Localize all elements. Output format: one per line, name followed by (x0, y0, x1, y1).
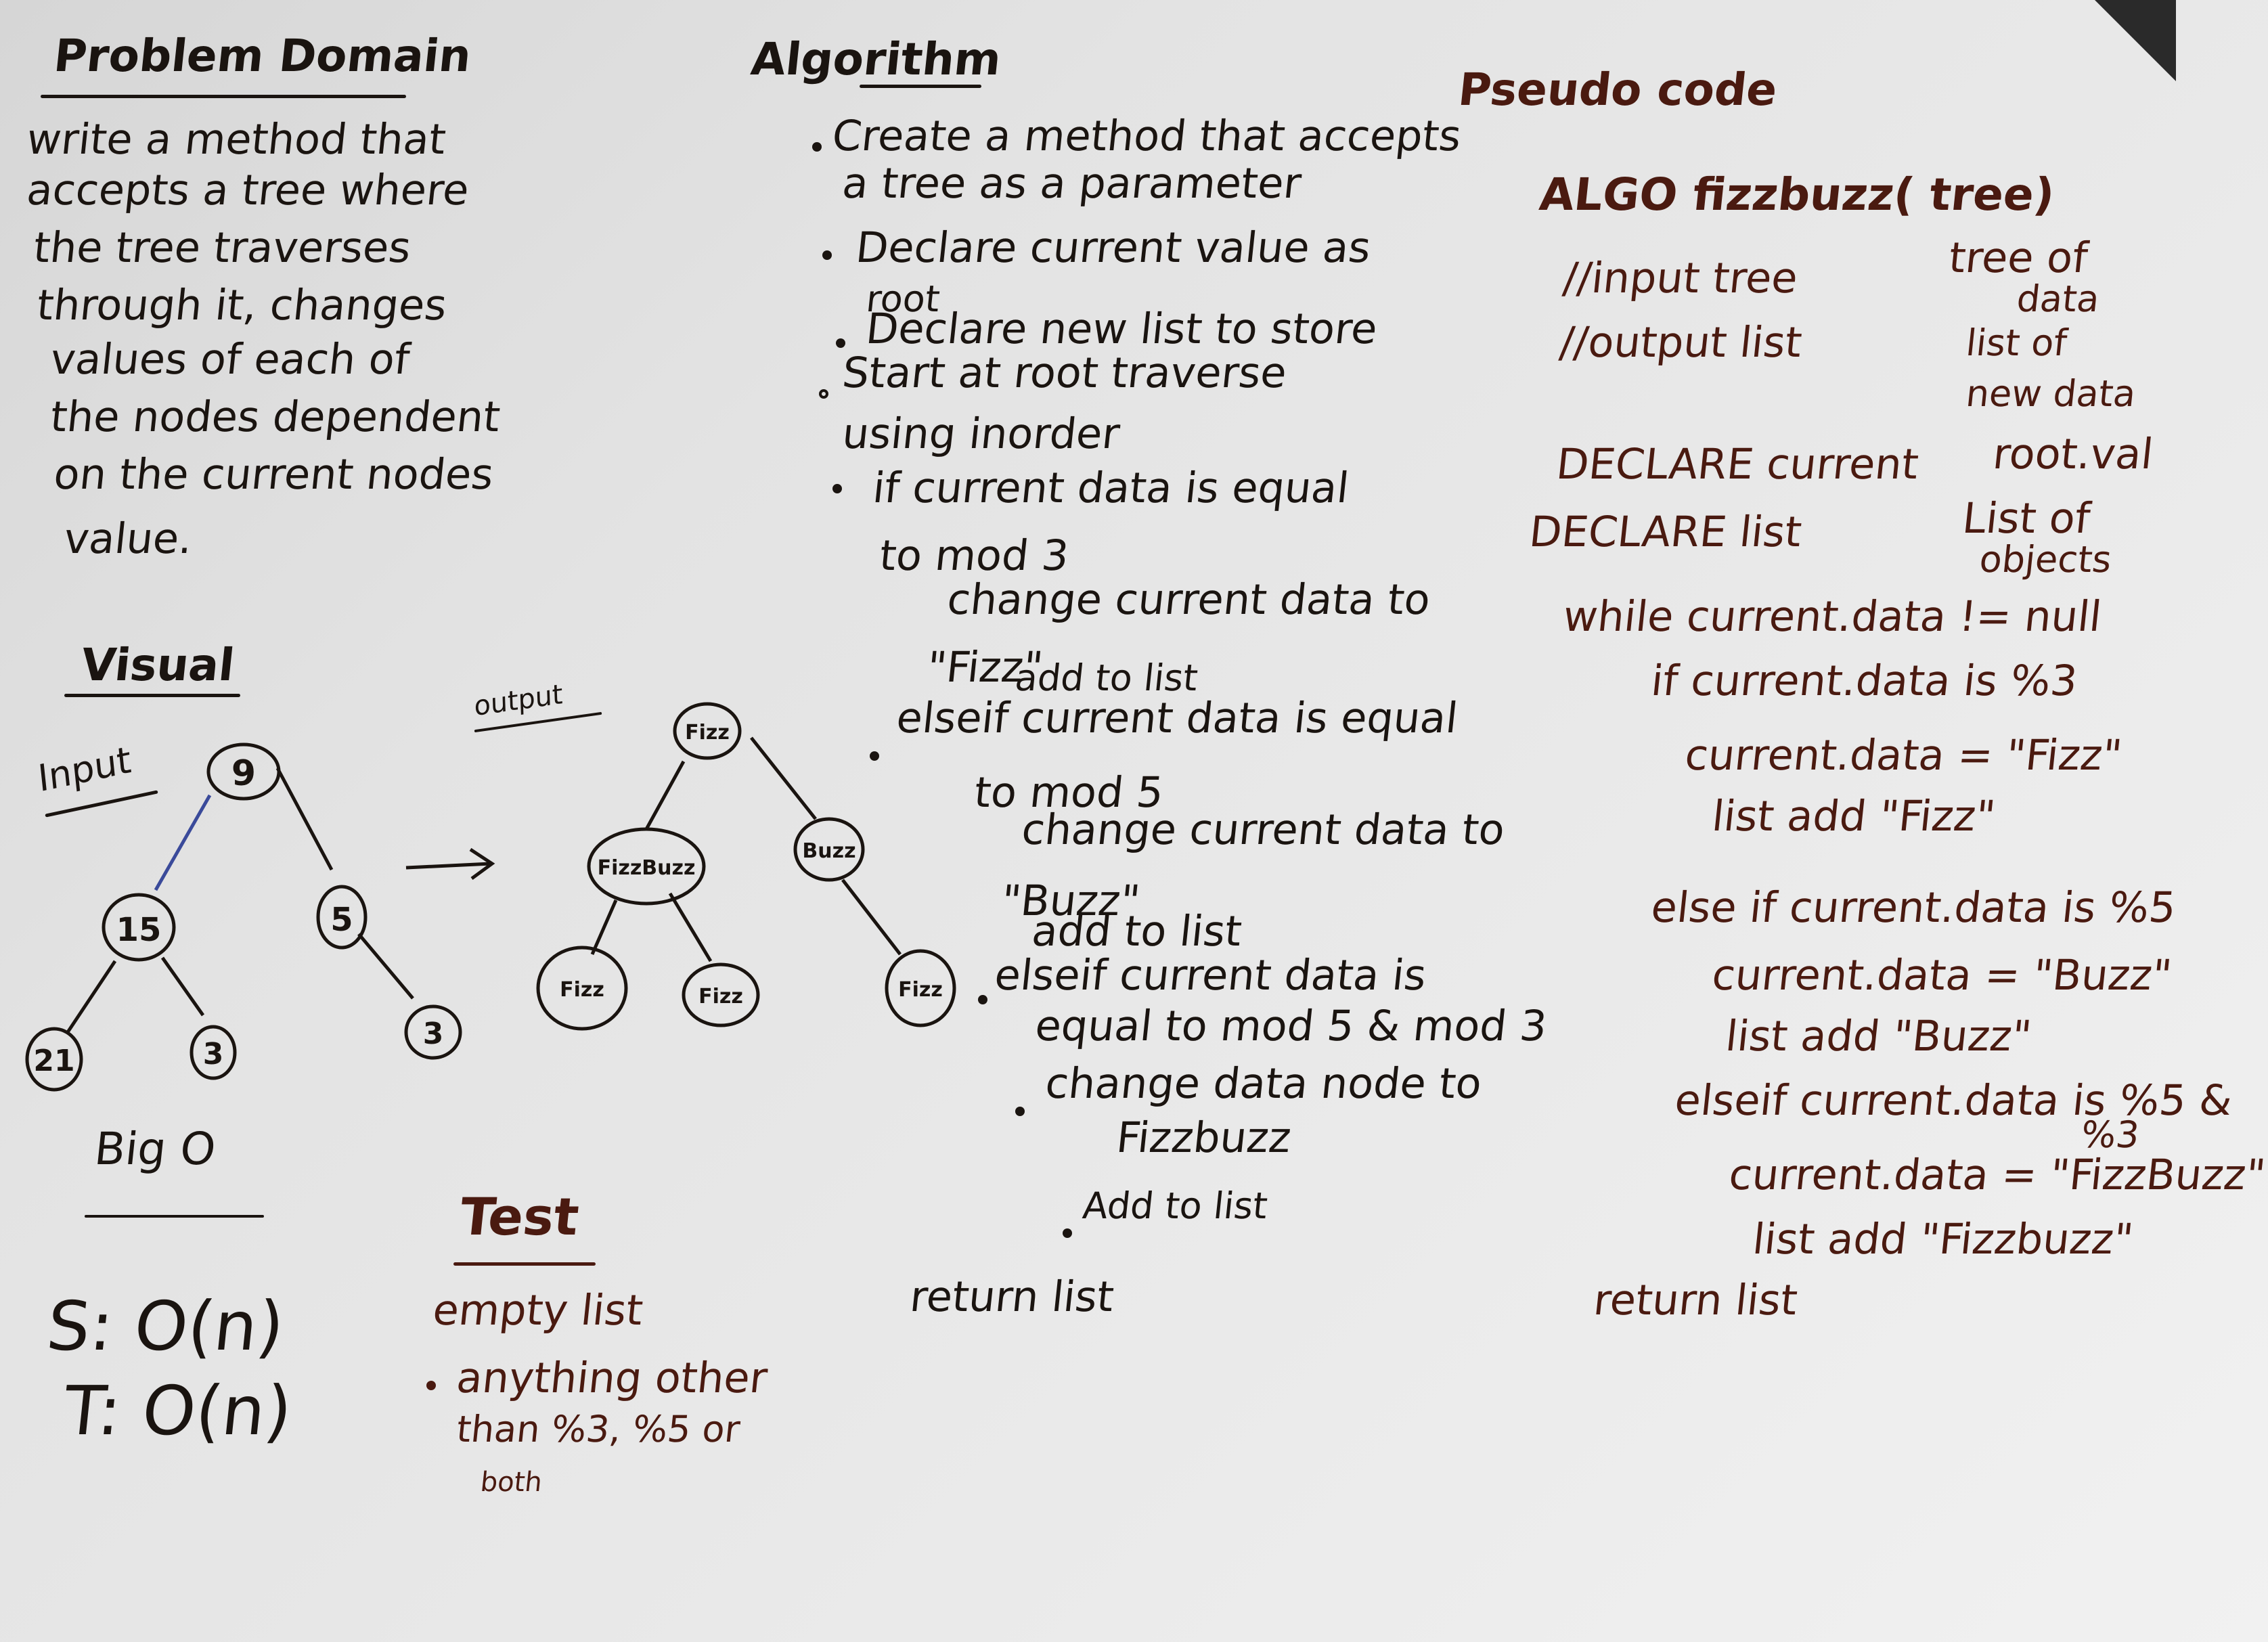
visual-underline (64, 694, 240, 697)
tree-node-label: 9 (231, 753, 256, 794)
tree-node-5 (316, 885, 368, 950)
tree-node-label: Fizz (560, 978, 604, 1002)
big-o-title: Big O (92, 1123, 219, 1175)
tree-node-label: 3 (423, 1017, 444, 1051)
test-title: Test (457, 1186, 582, 1247)
big-o-time: T: O(n) (60, 1371, 296, 1450)
tree-node-label: Buzz (802, 839, 855, 863)
tree-node-fizzbuzz (587, 827, 706, 906)
tree-edge (750, 736, 817, 820)
bullet (426, 1381, 436, 1390)
tree-node-label: Fizz (898, 978, 943, 1002)
tree-edge (644, 760, 686, 830)
arrow-head (469, 847, 495, 881)
tree-edge (160, 956, 205, 1017)
tree-edge (66, 960, 117, 1034)
whiteboard: Problem Domain write a method that accep… (24, 0, 2268, 1498)
tree-node-label: FizzBuzz (598, 856, 696, 880)
bullet (1015, 1107, 1025, 1116)
tree-edge (841, 879, 902, 956)
tree-node-3 (404, 1004, 462, 1060)
tree-node-buzz (793, 817, 865, 882)
tree-diagrams: 9 15 5 21 3 3 Fizz FizzBuzz Buzz Fizz Fi… (25, 702, 956, 1092)
test-line: than %3, %5 or (454, 1408, 742, 1450)
tree-edge (590, 899, 618, 956)
bullet (812, 142, 822, 152)
big-o-space: S: O(n) (43, 1287, 288, 1366)
test-underline (453, 1262, 596, 1266)
bullet (1063, 1228, 1072, 1238)
bullet (836, 338, 845, 348)
tree-node-3 (190, 1025, 237, 1080)
tree-node-label: 3 (203, 1037, 224, 1071)
tree-node-21 (25, 1027, 83, 1092)
tree-node-fizz (885, 949, 956, 1027)
big-o-underline (85, 1215, 264, 1218)
tree-edge (275, 767, 334, 871)
tree-node-label: 21 (33, 1044, 74, 1078)
algorithm-underline (860, 85, 981, 88)
tree-node-label: Fizz (685, 721, 730, 745)
tree-node-15 (102, 893, 176, 962)
tree-node-fizz (673, 702, 742, 760)
tree-edge (154, 794, 212, 891)
tree-edge (357, 933, 414, 1000)
bullet (978, 995, 987, 1004)
bullet (832, 484, 842, 493)
tree-node-9 (206, 742, 281, 801)
test-line: both (479, 1467, 544, 1498)
test-line: empty list (430, 1285, 646, 1335)
bullet (819, 389, 828, 399)
tree-node-fizz (682, 962, 760, 1027)
test-line: anything other (454, 1353, 770, 1402)
tree-node-fizz (536, 946, 628, 1031)
tree-node-label: Fizz (698, 985, 743, 1008)
tree-node-label: 15 (116, 911, 162, 949)
problem-domain-underline (41, 95, 406, 98)
board-frame-corner (2095, 0, 2176, 81)
tree-node-label: 5 (330, 901, 353, 939)
tree-edge (668, 892, 713, 962)
bullet (870, 751, 879, 761)
arrow-shaft (405, 862, 491, 870)
bullet (822, 250, 832, 260)
